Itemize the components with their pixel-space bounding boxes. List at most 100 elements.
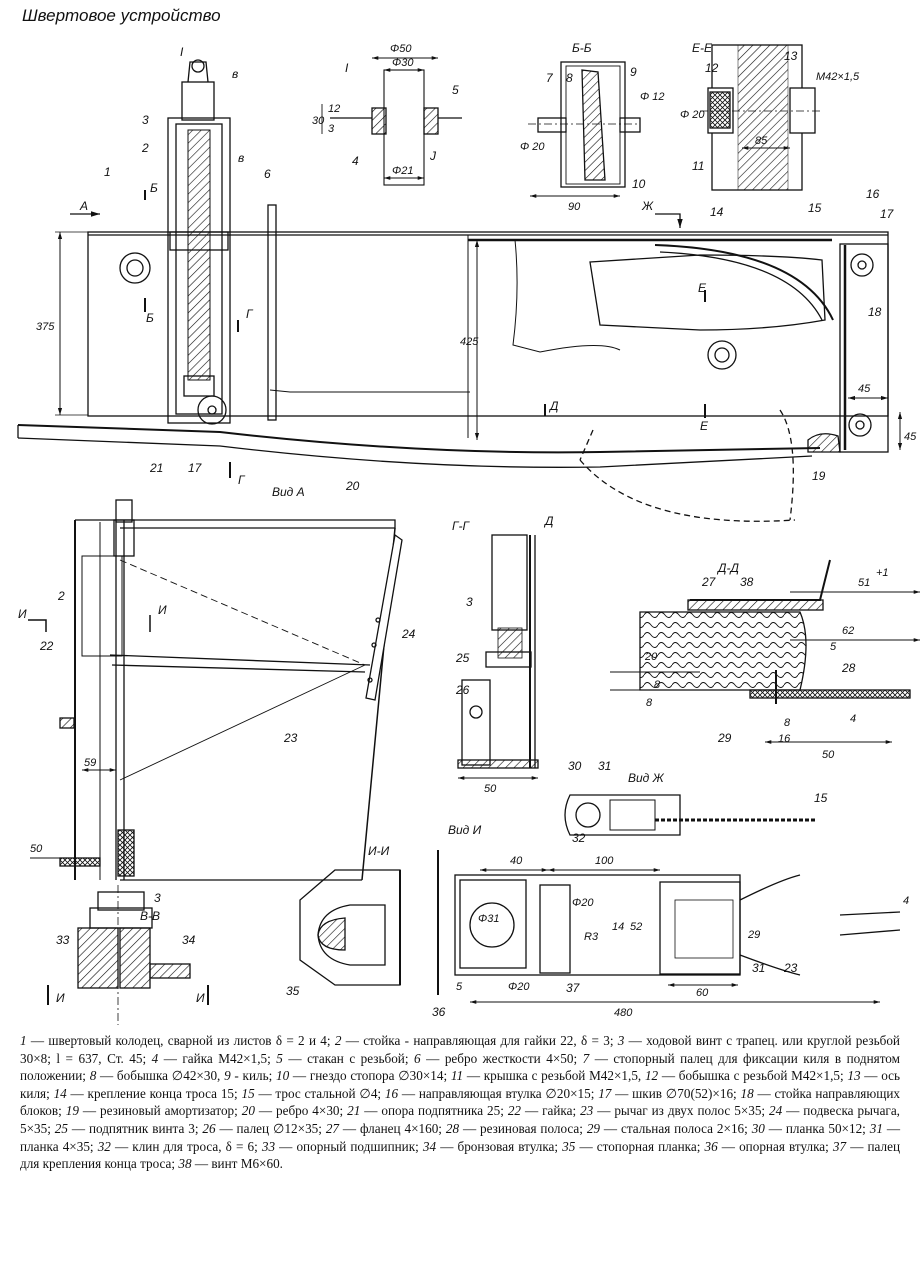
legend-item: 12 — бобышка с резьбой М42×1,5; <box>645 1068 847 1083</box>
legend-item-number: 21 <box>347 1103 361 1119</box>
dim-d20b: Φ 20 <box>680 109 705 121</box>
letter-B-top: Б <box>150 181 158 195</box>
legend-item-number: 30 <box>751 1120 765 1136</box>
legend-item-text: — стойка - направляющая для гайки 22, δ … <box>341 1033 618 1048</box>
legend-item: 38 — винт М6×60. <box>178 1156 283 1171</box>
callout-9: 9 <box>630 65 637 79</box>
legend-item-number: 23 <box>580 1103 594 1119</box>
legend-item-text: — стакан с резьбой; <box>282 1050 415 1066</box>
legend-item: 16 — направляющая втулка ∅20×15; <box>385 1086 598 1101</box>
legend-item-number: 5 <box>276 1050 283 1066</box>
legend-item-text: — швертовый колодец, сварной из листов δ… <box>26 1033 335 1048</box>
callout-16: 16 <box>866 187 880 201</box>
dim-w51: 51 <box>858 577 870 589</box>
legend-item-text: — фланец 4×160; <box>339 1120 446 1136</box>
callout-ci: I <box>180 45 184 59</box>
legend-item: 34 — бронзовая втулка; <box>423 1139 562 1154</box>
letter-G-top: Г <box>246 307 254 321</box>
callout-14: 14 <box>710 205 724 219</box>
legend-item: 1 — швертовый колодец, сварной из листов… <box>20 1033 335 1048</box>
legend-item: 2 — стойка - направляющая для гайки 22, … <box>335 1033 618 1048</box>
callout-30: 30 <box>568 759 582 773</box>
dim-h5: 5 <box>456 981 463 993</box>
legend-item: 23 — рычаг из двух полос 5×35; <box>580 1103 769 1118</box>
legend-item-text: — палец для крепления конца троса; <box>20 1138 901 1172</box>
callout-38: 38 <box>740 575 754 589</box>
letter-V: в <box>232 67 238 81</box>
legend-item-text: — планка 4×35; <box>20 1120 901 1154</box>
callout-2: 2 <box>141 141 149 155</box>
legend-item-number: 3 <box>617 1033 625 1048</box>
legend-item-text: - киль; <box>230 1068 276 1084</box>
letter-I-br: И <box>196 991 205 1005</box>
legend-item-number: 11 <box>450 1068 464 1084</box>
dim-h14: 14 <box>612 921 624 933</box>
legend-item-number: 36 <box>704 1138 718 1154</box>
legend-item: 10 — гнездо стопора ∅30×14; <box>276 1068 451 1083</box>
dim-w85: 85 <box>755 135 768 147</box>
dim-d20d: Φ20 <box>508 981 530 993</box>
legend-item-text: — опорный подшипник; <box>275 1138 423 1154</box>
legend-item: 3 — ходовой винт с трапец. или круглой р… <box>20 1033 900 1066</box>
section-DD <box>610 559 920 744</box>
legend-item-number: 32 <box>97 1138 111 1154</box>
legend-item-number: 8 <box>89 1068 97 1084</box>
callout-32: 32 <box>572 831 586 845</box>
hull-bottom-line <box>17 424 821 454</box>
legend-item-text: — палец ∅12×35; <box>215 1120 326 1136</box>
legend-item: 13 — ось киля; <box>20 1068 900 1101</box>
letter-I-bl: И <box>56 991 65 1005</box>
legend-item-number: 19 <box>65 1103 79 1119</box>
legend-item-text: — стопорная планка; <box>575 1138 705 1154</box>
letter-ZH: Ж <box>641 199 654 213</box>
callout-35: 35 <box>286 984 300 998</box>
block-stand <box>839 243 889 453</box>
callout-17b: 17 <box>188 461 203 475</box>
legend-item-text: — гнездо стопора ∅30×14; <box>289 1068 451 1084</box>
dim-h52: 52 <box>630 921 642 933</box>
dim-w40: 40 <box>510 855 523 867</box>
legend-item-number: 6 <box>414 1050 421 1066</box>
callout-27: 27 <box>701 575 717 589</box>
legend-item-text: — подвеска рычага, 5×35; <box>20 1103 900 1136</box>
legend-item: 25 — подпятник винта 3; <box>55 1121 203 1136</box>
dim-h8b: 8 <box>646 697 653 709</box>
view-I <box>437 850 901 1004</box>
callout-22: 22 <box>39 639 54 653</box>
legend-item-text: — гайка М42×1,5; <box>158 1050 277 1066</box>
legend-item: 31 — планка 4×35; <box>20 1121 900 1154</box>
view-title-A: Вид А <box>272 485 305 499</box>
callout-3: 3 <box>142 113 149 127</box>
callout-23: 23 <box>283 731 298 745</box>
legend-item-number: 10 <box>276 1068 290 1084</box>
legend-item: 6 — ребро жесткости 4×50; <box>414 1051 583 1066</box>
dim-sup1: +1 <box>876 567 889 579</box>
legend-item: 14 — крепление конца троса 15; <box>54 1086 242 1101</box>
legend-item: 32 — клин для троса, δ = 6; <box>98 1139 262 1154</box>
legend-item-number: 16 <box>384 1085 399 1101</box>
legend-item-number: 4 <box>151 1050 159 1066</box>
legend-item-number: 22 <box>507 1103 521 1119</box>
callout-5: 5 <box>452 83 459 97</box>
legend-item-text: — бобышка с резьбой М42×1,5; <box>658 1068 848 1084</box>
legend-item-text: — клин для троса, δ = 6; <box>110 1138 262 1154</box>
legend-item: 8 — бобышка ∅42×30, <box>90 1068 224 1083</box>
legend-item: 24 — подвеска рычага, 5×35; <box>20 1103 900 1136</box>
legend-item: 37 — палец для крепления конца троса; <box>20 1139 900 1172</box>
callout-26: 26 <box>455 683 470 697</box>
dim-w50a: 50 <box>30 843 43 855</box>
letter-I-mid: И <box>158 603 167 617</box>
legend-item-text: — рычаг из двух полос 5×35; <box>593 1103 770 1119</box>
letter-D-top: Д <box>548 399 559 413</box>
callout-25: 25 <box>455 651 470 665</box>
dim-h8a: 8 <box>654 679 661 691</box>
section-title-VV: В-В <box>140 909 160 923</box>
legend-item: 15 — трос стальной ∅4; <box>241 1086 384 1101</box>
legend-item-text: — винт М6×60. <box>191 1156 283 1172</box>
dim-w45a: 45 <box>858 383 871 395</box>
legend-item-number: 20 <box>241 1103 255 1119</box>
legend-item-text: — стопорный палец для фиксации киля в по… <box>20 1050 900 1084</box>
legend-item-number: 34 <box>422 1138 437 1154</box>
section-title-II: И-И <box>368 844 390 858</box>
legend-item-text: — ходовой винт с трапец. или круглой рез… <box>20 1033 900 1066</box>
